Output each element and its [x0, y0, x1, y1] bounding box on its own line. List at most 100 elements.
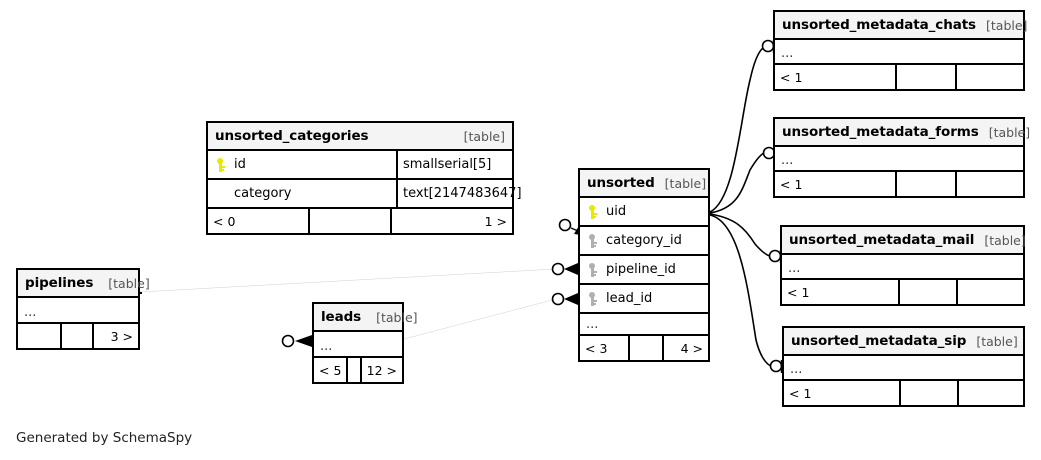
table-header-unsorted-metadata-forms: unsorted_metadata_forms [table]: [775, 119, 1030, 147]
footer-parents-unsorted-metadata-chats: < 1: [780, 69, 803, 85]
table-footer-unsorted: < 3 4 >: [580, 336, 708, 360]
footer-children-unsorted-categories: 1 >: [484, 213, 507, 229]
footer-middle-unsorted: [628, 336, 664, 360]
footer-parents-pipelines: [18, 324, 60, 348]
table-tag-unsorted-categories: [table]: [463, 128, 505, 144]
table-unsorted-metadata-sip[interactable]: unsorted_metadata_sip [table] ... < 1: [782, 326, 1025, 407]
footer-middle-unsorted-metadata-forms: [895, 172, 957, 196]
footer-children-unsorted-metadata-forms: [957, 172, 1023, 196]
footer-children-unsorted-metadata-chats: [957, 65, 1023, 89]
column-label: lead_id: [606, 291, 653, 306]
foreign-key-icon: [587, 233, 600, 249]
table-row[interactable]: category_id: [580, 227, 708, 256]
edge-stub-pipelines-outbound: [140, 292, 142, 294]
column-label: uid: [606, 204, 627, 219]
table-header-unsorted-metadata-sip: unsorted_metadata_sip [table]: [784, 328, 1023, 356]
primary-key-icon: [587, 204, 600, 220]
column-name-lead-id: lead_id: [580, 285, 708, 312]
table-pipelines[interactable]: pipelines [table] ... 3 >: [16, 268, 150, 350]
table-unsorted-metadata-forms[interactable]: unsorted_metadata_forms [table] ... < 1: [773, 117, 1030, 198]
footer-parents-unsorted-categories: < 0: [213, 213, 236, 229]
column-label: id: [234, 157, 246, 172]
table-tag-unsorted-metadata-mail: [table]: [984, 232, 1026, 248]
table-ellipsis-row-unsorted-metadata-sip: ...: [784, 356, 1023, 381]
table-tag-unsorted-metadata-forms: [table]: [988, 124, 1031, 140]
table-row[interactable]: pipeline_id: [580, 256, 708, 285]
table-title-unsorted: unsorted: [587, 175, 655, 191]
column-name-id: id: [208, 151, 396, 178]
table-row[interactable]: category text[2147483647]: [208, 180, 522, 209]
footer-parents-unsorted-metadata-mail: < 1: [787, 284, 810, 300]
column-name-uid: uid: [580, 198, 708, 225]
table-header-unsorted-categories: unsorted_categories [table]: [208, 123, 512, 151]
table-ellipsis-row-unsorted: ...: [580, 314, 708, 336]
foreign-key-icon: [587, 262, 600, 278]
footer-middle-pipelines: [60, 324, 94, 348]
footer-middle-leads: [346, 358, 362, 382]
table-header-unsorted-metadata-chats: unsorted_metadata_chats [table]: [775, 12, 1027, 40]
footer-middle-unsorted-categories: [308, 209, 392, 233]
column-type-category: text[2147483647]: [396, 180, 522, 207]
table-footer-unsorted-metadata-mail: < 1: [782, 280, 1023, 304]
table-header-unsorted-metadata-mail: unsorted_metadata_mail [table]: [782, 227, 1026, 255]
table-tag-unsorted-metadata-sip: [table]: [976, 333, 1018, 349]
table-leads[interactable]: leads [table] ... < 5 12 >: [312, 302, 418, 384]
edge-leads-to-unsorted-lead-id: [403, 292, 578, 340]
table-title-unsorted-metadata-sip: unsorted_metadata_sip: [791, 333, 967, 349]
edge-pipelines-to-unsorted-pipeline-id: [139, 262, 578, 293]
edge-unsorted-to-metadata-mail: [709, 213, 789, 263]
foreign-key-icon: [587, 291, 600, 307]
table-ellipsis-row-pipelines: ...: [18, 298, 138, 324]
generated-by-note: Generated by SchemaSpy: [16, 430, 193, 446]
table-title-leads: leads: [321, 309, 362, 325]
table-header-leads: leads [table]: [314, 304, 418, 332]
footer-children-unsorted: 4 >: [680, 340, 703, 356]
column-name-pipeline-id: pipeline_id: [580, 256, 708, 283]
table-title-pipelines: pipelines: [25, 275, 94, 291]
table-title-unsorted-metadata-chats: unsorted_metadata_chats: [782, 17, 976, 33]
footer-children-pipelines: 3 >: [110, 328, 133, 344]
column-name-category-id: category_id: [580, 227, 708, 254]
table-header-pipelines: pipelines [table]: [18, 270, 150, 298]
table-header-unsorted: unsorted [table]: [580, 170, 708, 198]
edge-unsorted-to-metadata-sip: [709, 214, 790, 373]
table-footer-unsorted-metadata-forms: < 1: [775, 172, 1023, 196]
footer-parents-leads: < 5: [319, 362, 342, 378]
table-ellipsis-row-unsorted-metadata-mail: ...: [782, 255, 1023, 280]
table-tag-unsorted-metadata-chats: [table]: [986, 17, 1028, 33]
footer-middle-unsorted-metadata-sip: [899, 381, 959, 405]
table-tag-pipelines: [table]: [108, 275, 150, 291]
column-type-id: smallserial[5]: [396, 151, 512, 178]
table-ellipsis-row-unsorted-metadata-chats: ...: [775, 40, 1023, 65]
table-tag-leads: [table]: [376, 309, 418, 325]
edge-unsorted-to-metadata-chats: [709, 39, 783, 213]
edge-unsorted-to-metadata-forms: [709, 146, 783, 214]
table-title-unsorted-metadata-forms: unsorted_metadata_forms: [782, 124, 979, 140]
footer-middle-unsorted-metadata-chats: [895, 65, 957, 89]
footer-middle-unsorted-metadata-mail: [898, 280, 958, 304]
footer-parents-unsorted: < 3: [585, 340, 608, 356]
column-name-category: category: [208, 180, 396, 207]
table-footer-unsorted-metadata-sip: < 1: [784, 381, 1023, 405]
footer-children-unsorted-metadata-sip: [959, 381, 1023, 405]
table-unsorted[interactable]: unsorted [table] uid category_id: [578, 168, 710, 362]
table-row[interactable]: uid: [580, 198, 708, 227]
table-footer-pipelines: 3 >: [18, 324, 138, 348]
table-footer-leads: < 5 12 >: [314, 358, 402, 382]
table-row[interactable]: id smallserial[5]: [208, 151, 512, 180]
table-unsorted-metadata-chats[interactable]: unsorted_metadata_chats [table] ... < 1: [773, 10, 1027, 91]
table-tag-unsorted: [table]: [664, 175, 707, 191]
footer-parents-unsorted-metadata-sip: < 1: [789, 385, 812, 401]
table-row[interactable]: lead_id: [580, 285, 708, 314]
column-label: category_id: [606, 233, 682, 248]
table-footer-unsorted-categories: < 0 1 >: [208, 209, 512, 233]
table-unsorted-metadata-mail[interactable]: unsorted_metadata_mail [table] ... < 1: [780, 225, 1026, 306]
table-unsorted-categories[interactable]: unsorted_categories [table] id smallseri…: [206, 121, 522, 235]
table-ellipsis-row-unsorted-metadata-forms: ...: [775, 147, 1023, 172]
footer-parents-unsorted-metadata-forms: < 1: [780, 176, 803, 192]
footer-children-leads: 12 >: [366, 362, 397, 378]
table-title-unsorted-categories: unsorted_categories: [215, 128, 369, 144]
column-label: category: [234, 186, 292, 201]
table-ellipsis-row-leads: ...: [314, 332, 402, 358]
